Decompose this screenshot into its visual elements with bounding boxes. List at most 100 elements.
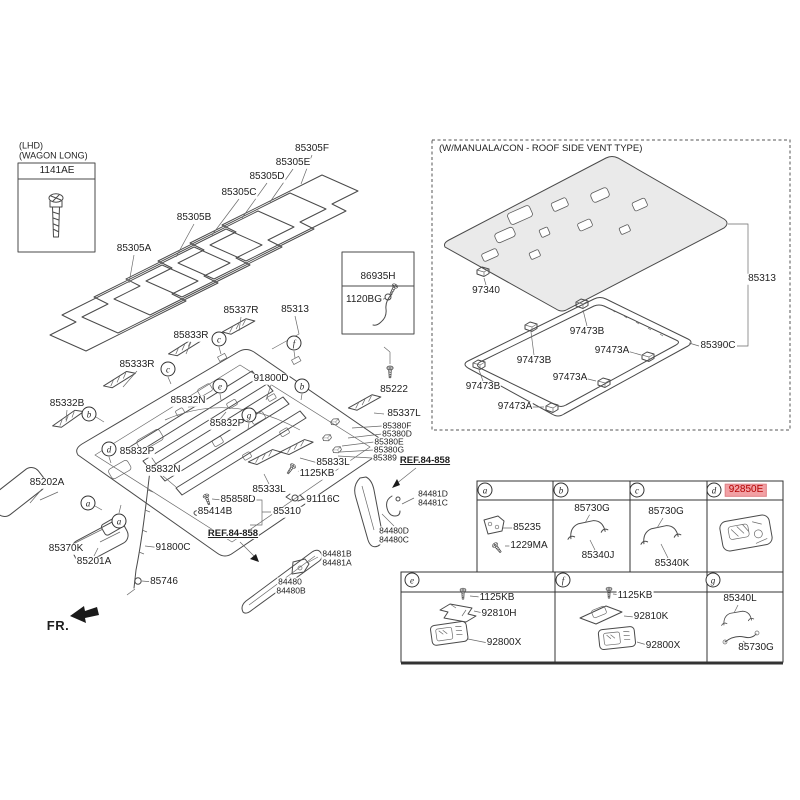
callout-f: f <box>286 335 302 351</box>
body-note: (WAGON LONG) <box>19 150 88 161</box>
callout-c: c <box>160 361 176 377</box>
part-label: 85337L <box>386 407 422 420</box>
part-label: 84481A <box>321 557 353 568</box>
part-label: 84481B <box>321 548 353 559</box>
callout-e: e <box>212 378 228 394</box>
part-label: 85332B <box>48 397 86 410</box>
vent-part-label: 97473B <box>515 354 553 367</box>
part-label: 84480B <box>275 585 307 596</box>
table-callout-f: f <box>555 572 571 588</box>
table-part-label: 85730G <box>573 502 611 515</box>
table-callout-g: g <box>705 572 721 588</box>
headliner-sheet-stack <box>49 154 359 352</box>
table-callout-b: b <box>553 482 569 498</box>
part-label: 84481C <box>417 497 449 508</box>
table-part-label: 85340L <box>722 592 758 605</box>
part-label: 85832P <box>208 417 246 430</box>
part-label: 85746 <box>149 575 179 588</box>
part-label: 85833L <box>315 456 351 469</box>
inset-box-86935h <box>341 251 415 335</box>
table-callout-e: e <box>404 572 420 588</box>
callout-c: c <box>211 331 227 347</box>
part-label: 85222 <box>379 383 409 396</box>
part-label: 85313 <box>280 303 310 316</box>
part-label: 85305F <box>294 142 330 155</box>
part-label: 85858D <box>219 493 257 506</box>
part-label: 85333R <box>118 358 156 371</box>
callout-g: g <box>241 407 257 423</box>
part-label: 1120BG <box>345 293 383 306</box>
part-label: 84481D <box>417 488 449 499</box>
callout-b: b <box>81 406 97 422</box>
part-label: 85389 <box>372 452 398 463</box>
table-part-label: 1125KB <box>478 591 516 604</box>
drive-note: (LHD) <box>19 140 43 151</box>
part-label: 85305A <box>115 242 153 255</box>
part-label: 85305B <box>175 211 213 224</box>
vent-part-label: 97473B <box>464 380 502 393</box>
part-label: 85337R <box>222 304 260 317</box>
table-part-label: 92810H <box>480 607 518 620</box>
vent-part-label: 97473A <box>593 344 631 357</box>
vent-part-label: 97473B <box>568 325 606 338</box>
vent-part-label: 85313 <box>747 272 777 285</box>
part-label: 91800C <box>154 541 192 554</box>
ref-link: REF.84-858 <box>398 455 452 467</box>
ref-link: REF.84-858 <box>206 528 260 540</box>
part-label: 86935H <box>359 270 397 283</box>
table-callout-d: d <box>706 482 722 498</box>
table-part-label: 85730G <box>647 505 685 518</box>
part-label: 85201A <box>75 555 113 568</box>
part-label: 85310 <box>272 505 302 518</box>
part-label: 85305E <box>274 156 312 169</box>
part-label: 85380F <box>381 420 413 431</box>
part-label: 91800D <box>252 372 290 385</box>
part-label: 1141AE <box>38 164 76 177</box>
part-label: 91116C <box>305 493 341 506</box>
highlighted-part-label: 92850E <box>724 483 768 497</box>
callout-d: d <box>101 441 117 457</box>
part-label: 85833R <box>172 329 210 342</box>
part-label: 85305C <box>220 186 258 199</box>
main-headliner-panel <box>76 346 387 557</box>
table-part-label: 1125KB <box>616 589 654 602</box>
part-label: 84480D <box>378 525 410 536</box>
part-label: 85832N <box>169 394 207 407</box>
fr-direction-label: FR. <box>46 618 70 634</box>
table-part-label: 92800X <box>485 636 523 649</box>
table-part-label: 92810K <box>632 610 670 623</box>
part-label: 1125KB <box>298 467 336 480</box>
table-part-label: 92800X <box>644 639 682 652</box>
vent-part-label: 97473A <box>551 371 589 384</box>
part-label: 85414B <box>196 505 234 518</box>
table-part-label: 85340J <box>580 549 616 562</box>
table-part-label: 85730G <box>737 641 775 654</box>
callout-a: a <box>80 495 96 511</box>
part-label: 85380G <box>372 444 406 455</box>
table-callout-a: a <box>477 482 493 498</box>
part-label: 84480C <box>378 534 410 545</box>
part-label: 85380D <box>381 428 413 439</box>
table-part-label: 1229MA <box>509 539 549 552</box>
part-label: 85202A <box>28 476 66 489</box>
table-part-label: 85235 <box>512 521 542 534</box>
corner-screw-box <box>17 162 96 253</box>
part-label: 84480 <box>277 576 303 587</box>
part-label: 85380E <box>373 436 405 447</box>
callout-a: a <box>111 513 127 529</box>
fr-arrow-icon <box>70 606 99 623</box>
trim-strip-parts <box>49 315 385 488</box>
table-part-label: 85340K <box>653 557 691 570</box>
part-label: 85305D <box>248 170 286 183</box>
callout-b: b <box>294 378 310 394</box>
part-label: 85832P <box>118 445 156 458</box>
vent-part-label: 97340 <box>471 284 501 297</box>
part-label: 85370K <box>47 542 85 555</box>
vent-box-title: (W/MANUALA/CON - ROOF SIDE VENT TYPE) <box>439 143 643 155</box>
part-label: 85832N <box>144 463 182 476</box>
vent-part-label: 85390C <box>699 339 737 352</box>
part-label: 85333L <box>251 483 287 496</box>
table-callout-c: c <box>629 482 645 498</box>
